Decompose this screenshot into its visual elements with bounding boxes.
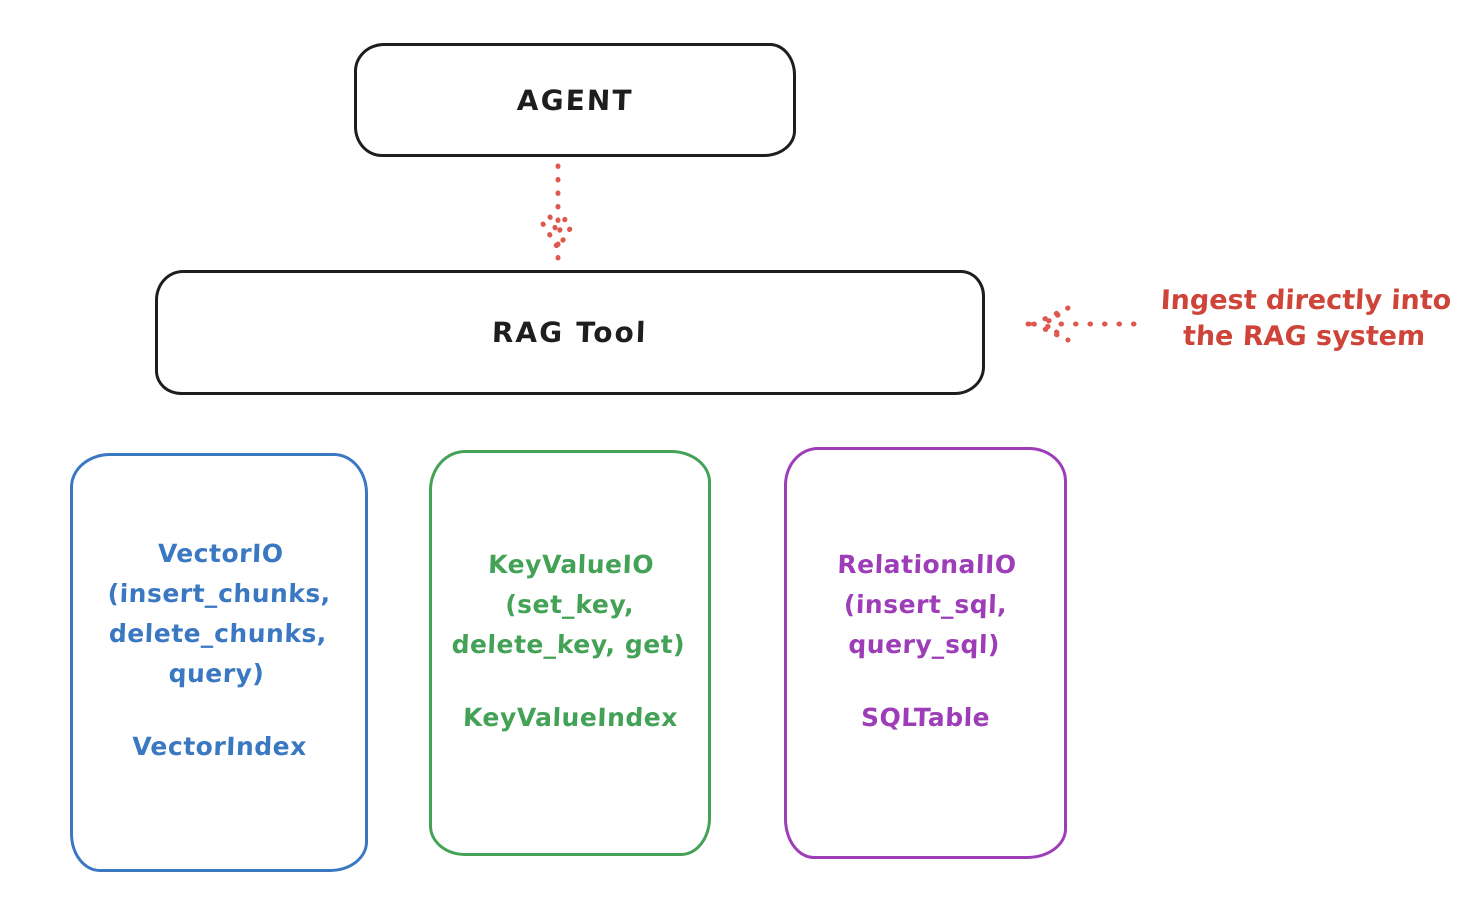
sql-table-label: SQLTable bbox=[860, 702, 991, 732]
keyvalue-index-label: KeyValueIndex bbox=[462, 702, 678, 732]
ingest-annotation-label: Ingest directly into the RAG system bbox=[1159, 285, 1453, 352]
keyvalue-io-api-label: KeyValueIO (set_key, delete_key, get) bbox=[451, 549, 686, 659]
relational-io-api-label: RelationalIO (insert_sql, query_sql) bbox=[836, 549, 1017, 659]
agent-to-rag-arrow-icon bbox=[540, 163, 576, 261]
vector-io-api-label: VectorIO (insert_chunks, delete_chunks, … bbox=[107, 539, 332, 688]
vector-index-label: VectorIndex bbox=[131, 732, 307, 761]
rag-tool-label: RAG Tool bbox=[491, 316, 649, 349]
relational-io-node: RelationalIO (insert_sql, query_sql) SQL… bbox=[784, 447, 1067, 859]
rag-tool-node: RAG Tool bbox=[155, 270, 985, 395]
agent-label: AGENT bbox=[516, 83, 634, 117]
keyvalue-io-node: KeyValueIO (set_key, delete_key, get) Ke… bbox=[429, 450, 711, 856]
vector-io-node: VectorIO (insert_chunks, delete_chunks, … bbox=[70, 453, 368, 872]
agent-node: AGENT bbox=[354, 43, 796, 157]
ingest-arrow-icon bbox=[1025, 305, 1137, 343]
